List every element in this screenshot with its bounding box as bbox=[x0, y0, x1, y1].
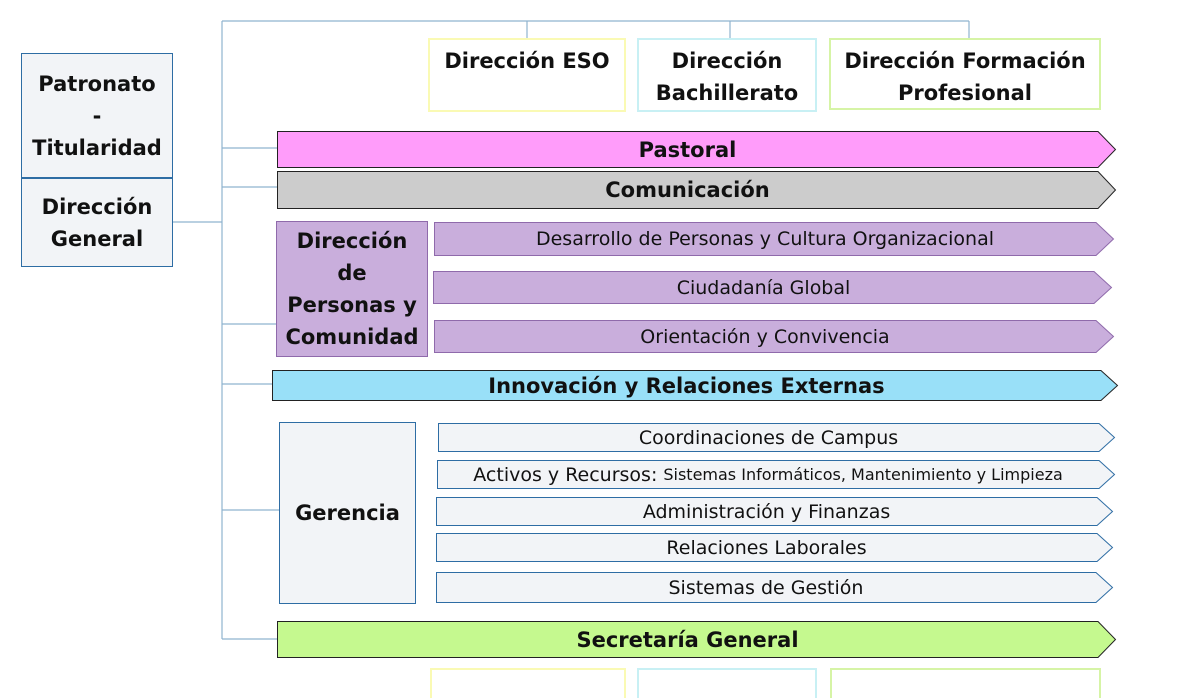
arrow-shape bbox=[277, 131, 1117, 168]
gerencia-box: Gerencia bbox=[279, 422, 416, 604]
gerencia-item-gestion-label: Sistemas de Gestión bbox=[668, 576, 864, 599]
personas-title-line-1: Dirección bbox=[296, 229, 408, 253]
gerencia-item-activos: Activos y Recursos: Sistemas Informático… bbox=[437, 460, 1116, 489]
patronato-titularidad-box: Patronato - Titularidad bbox=[21, 53, 173, 178]
arrow-shape bbox=[436, 497, 1114, 526]
secretaria-label: Secretaría General bbox=[576, 627, 799, 652]
innovacion-label: Innovación y Relaciones Externas bbox=[488, 373, 885, 398]
direccion-bachillerato-box: Dirección Bachillerato bbox=[637, 38, 817, 112]
innovacion-band: Innovación y Relaciones Externas bbox=[272, 370, 1119, 401]
patronato-line-1: Patronato bbox=[38, 71, 156, 96]
gerencia-item-activos-detail: Sistemas Informáticos, Mantenimiento y L… bbox=[663, 465, 1063, 484]
direccion-eso-box: Dirección ESO bbox=[428, 38, 626, 112]
personas-item-ciudadania: Ciudadanía Global bbox=[433, 271, 1113, 304]
pastoral-label: Pastoral bbox=[638, 137, 737, 162]
direccion-personas-comunidad-box: Dirección de Personas y Comunidad bbox=[276, 221, 428, 357]
direccion-eso-line-1: Dirección ESO bbox=[444, 49, 610, 73]
gerencia-item-campus: Coordinaciones de Campus bbox=[438, 423, 1116, 452]
personas-title-line-3: Personas y bbox=[287, 293, 417, 317]
arrow-shape bbox=[436, 533, 1114, 562]
gerencia-item-laborales: Relaciones Laborales bbox=[436, 533, 1114, 562]
bottom-eso-box bbox=[430, 668, 626, 698]
bottom-fp-box bbox=[830, 668, 1101, 698]
personas-title-line-2: de bbox=[337, 261, 367, 285]
direccion-bachillerato-line-1: Dirección bbox=[671, 49, 783, 73]
arrow-shape bbox=[277, 171, 1117, 209]
comunicacion-label: Comunicación bbox=[605, 178, 770, 202]
direccion-general-line-2: General bbox=[50, 226, 144, 251]
gerencia-item-admin: Administración y Finanzas bbox=[436, 497, 1114, 526]
patronato-line-3: Titularidad bbox=[32, 135, 162, 160]
arrow-shape bbox=[438, 423, 1116, 452]
gerencia-item-activos-label: Activos y Recursos: Sistemas Informático… bbox=[437, 460, 1099, 489]
patronato-line-2: - bbox=[92, 103, 102, 128]
arrow-shape bbox=[277, 621, 1117, 658]
pastoral-band: Pastoral bbox=[277, 131, 1117, 168]
direccion-general-box: Dirección General bbox=[21, 178, 173, 267]
arrow-shape bbox=[434, 320, 1115, 353]
personas-item-desarrollo-label: Desarrollo de Personas y Cultura Organiz… bbox=[535, 228, 995, 250]
personas-item-orientacion-label: Orientación y Convivencia bbox=[640, 325, 890, 348]
direccion-general-line-1: Dirección bbox=[41, 194, 153, 219]
gerencia-item-activos-main: Activos y Recursos: bbox=[473, 463, 658, 486]
direccion-fp-line-2: Profesional bbox=[898, 81, 1032, 105]
arrow-shape bbox=[434, 222, 1115, 256]
direccion-fp-line-1: Dirección Formación bbox=[844, 49, 1086, 73]
gerencia-item-campus-label: Coordinaciones de Campus bbox=[638, 426, 899, 449]
bottom-bachillerato-box bbox=[637, 668, 817, 698]
personas-item-ciudadania-label: Ciudadanía Global bbox=[676, 276, 851, 299]
personas-item-orientacion: Orientación y Convivencia bbox=[434, 320, 1115, 353]
personas-title-line-4: Comunidad bbox=[285, 325, 419, 349]
arrow-shape bbox=[437, 460, 1116, 489]
arrow-shape bbox=[272, 370, 1119, 401]
gerencia-item-gestion: Sistemas de Gestión bbox=[436, 572, 1114, 603]
direccion-fp-box: Dirección Formación Profesional bbox=[829, 38, 1101, 110]
comunicacion-band: Comunicación bbox=[277, 171, 1117, 209]
personas-item-desarrollo: Desarrollo de Personas y Cultura Organiz… bbox=[434, 222, 1115, 256]
gerencia-title: Gerencia bbox=[295, 501, 400, 525]
secretaria-band: Secretaría General bbox=[277, 621, 1117, 658]
gerencia-item-admin-label: Administración y Finanzas bbox=[642, 500, 891, 523]
direccion-bachillerato-line-2: Bachillerato bbox=[655, 81, 799, 105]
gerencia-item-laborales-label: Relaciones Laborales bbox=[666, 536, 867, 559]
arrow-shape bbox=[433, 271, 1113, 304]
arrow-shape bbox=[436, 572, 1114, 603]
